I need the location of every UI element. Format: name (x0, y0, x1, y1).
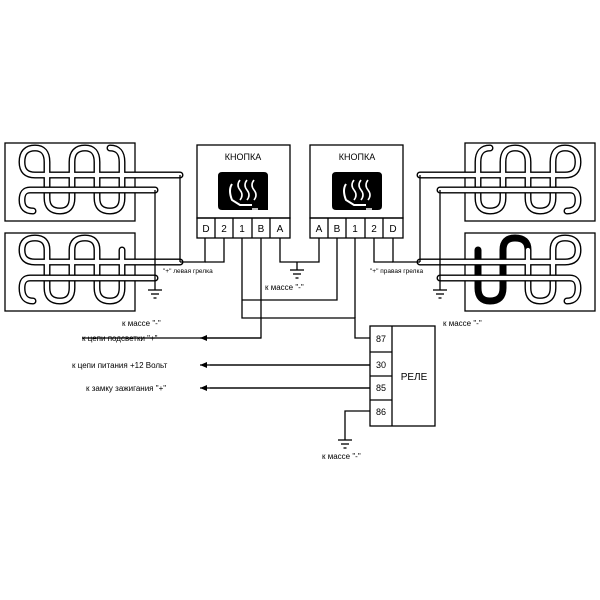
relay-pin-label: 85 (376, 383, 386, 393)
left-top-heater-pad (4, 142, 184, 222)
left-bottom-heater-pad (4, 232, 184, 312)
ground-symbol-center (290, 269, 304, 279)
ground-right-label: к массе "-" (443, 319, 482, 328)
right-pin-label: D (389, 224, 396, 235)
relay-title: РЕЛЕ (401, 372, 428, 383)
backlight-label: к цепи подсветки "+" (82, 334, 158, 343)
left-pin-label: 1 (239, 224, 245, 235)
left-pin-label: 2 (221, 224, 227, 235)
right-pin-label: A (316, 224, 323, 235)
power-label: к цепи питания +12 Вольт (72, 361, 168, 370)
relay-pin-label: 86 (376, 407, 386, 417)
ground-left-label: к массе "-" (122, 319, 161, 328)
seat-heat-icon (218, 172, 268, 210)
right-top-heater-pad (416, 142, 596, 222)
right-heater-label: "+" правая грелка (370, 268, 423, 275)
right-button-title: КНОПКА (339, 152, 375, 162)
relay-pin-label: 30 (376, 360, 386, 370)
ground-center-label: к массе "-" (265, 283, 304, 292)
ground-symbol-left (148, 289, 162, 299)
ignition-label: к замку зажигания "+" (86, 384, 166, 393)
right-bottom-heater-pad (416, 232, 596, 312)
left-pin-label: B (258, 224, 265, 235)
left-button-title: КНОПКА (225, 152, 261, 162)
right-button-module: КНОПКА A B 1 2 D (309, 144, 404, 239)
left-heater-label: "+" левая грелка (163, 268, 213, 275)
right-pin-label: 2 (371, 224, 377, 235)
right-pin-label: 1 (352, 224, 358, 235)
left-pin-label: A (277, 224, 284, 235)
left-pin-label: D (202, 224, 209, 235)
relay-pin-label: 87 (376, 334, 386, 344)
ground-symbol-right (433, 289, 447, 299)
right-pin-label: B (334, 224, 341, 235)
relay-module: РЕЛЕ 87 30 85 86 (369, 325, 436, 427)
signal-arrows (200, 335, 370, 391)
seat-heat-icon (332, 172, 382, 210)
ground-symbol-relay (338, 439, 352, 449)
ground-relay-label: к массе "-" (322, 452, 361, 461)
left-button-module: КНОПКА D 2 1 B A (196, 144, 291, 239)
